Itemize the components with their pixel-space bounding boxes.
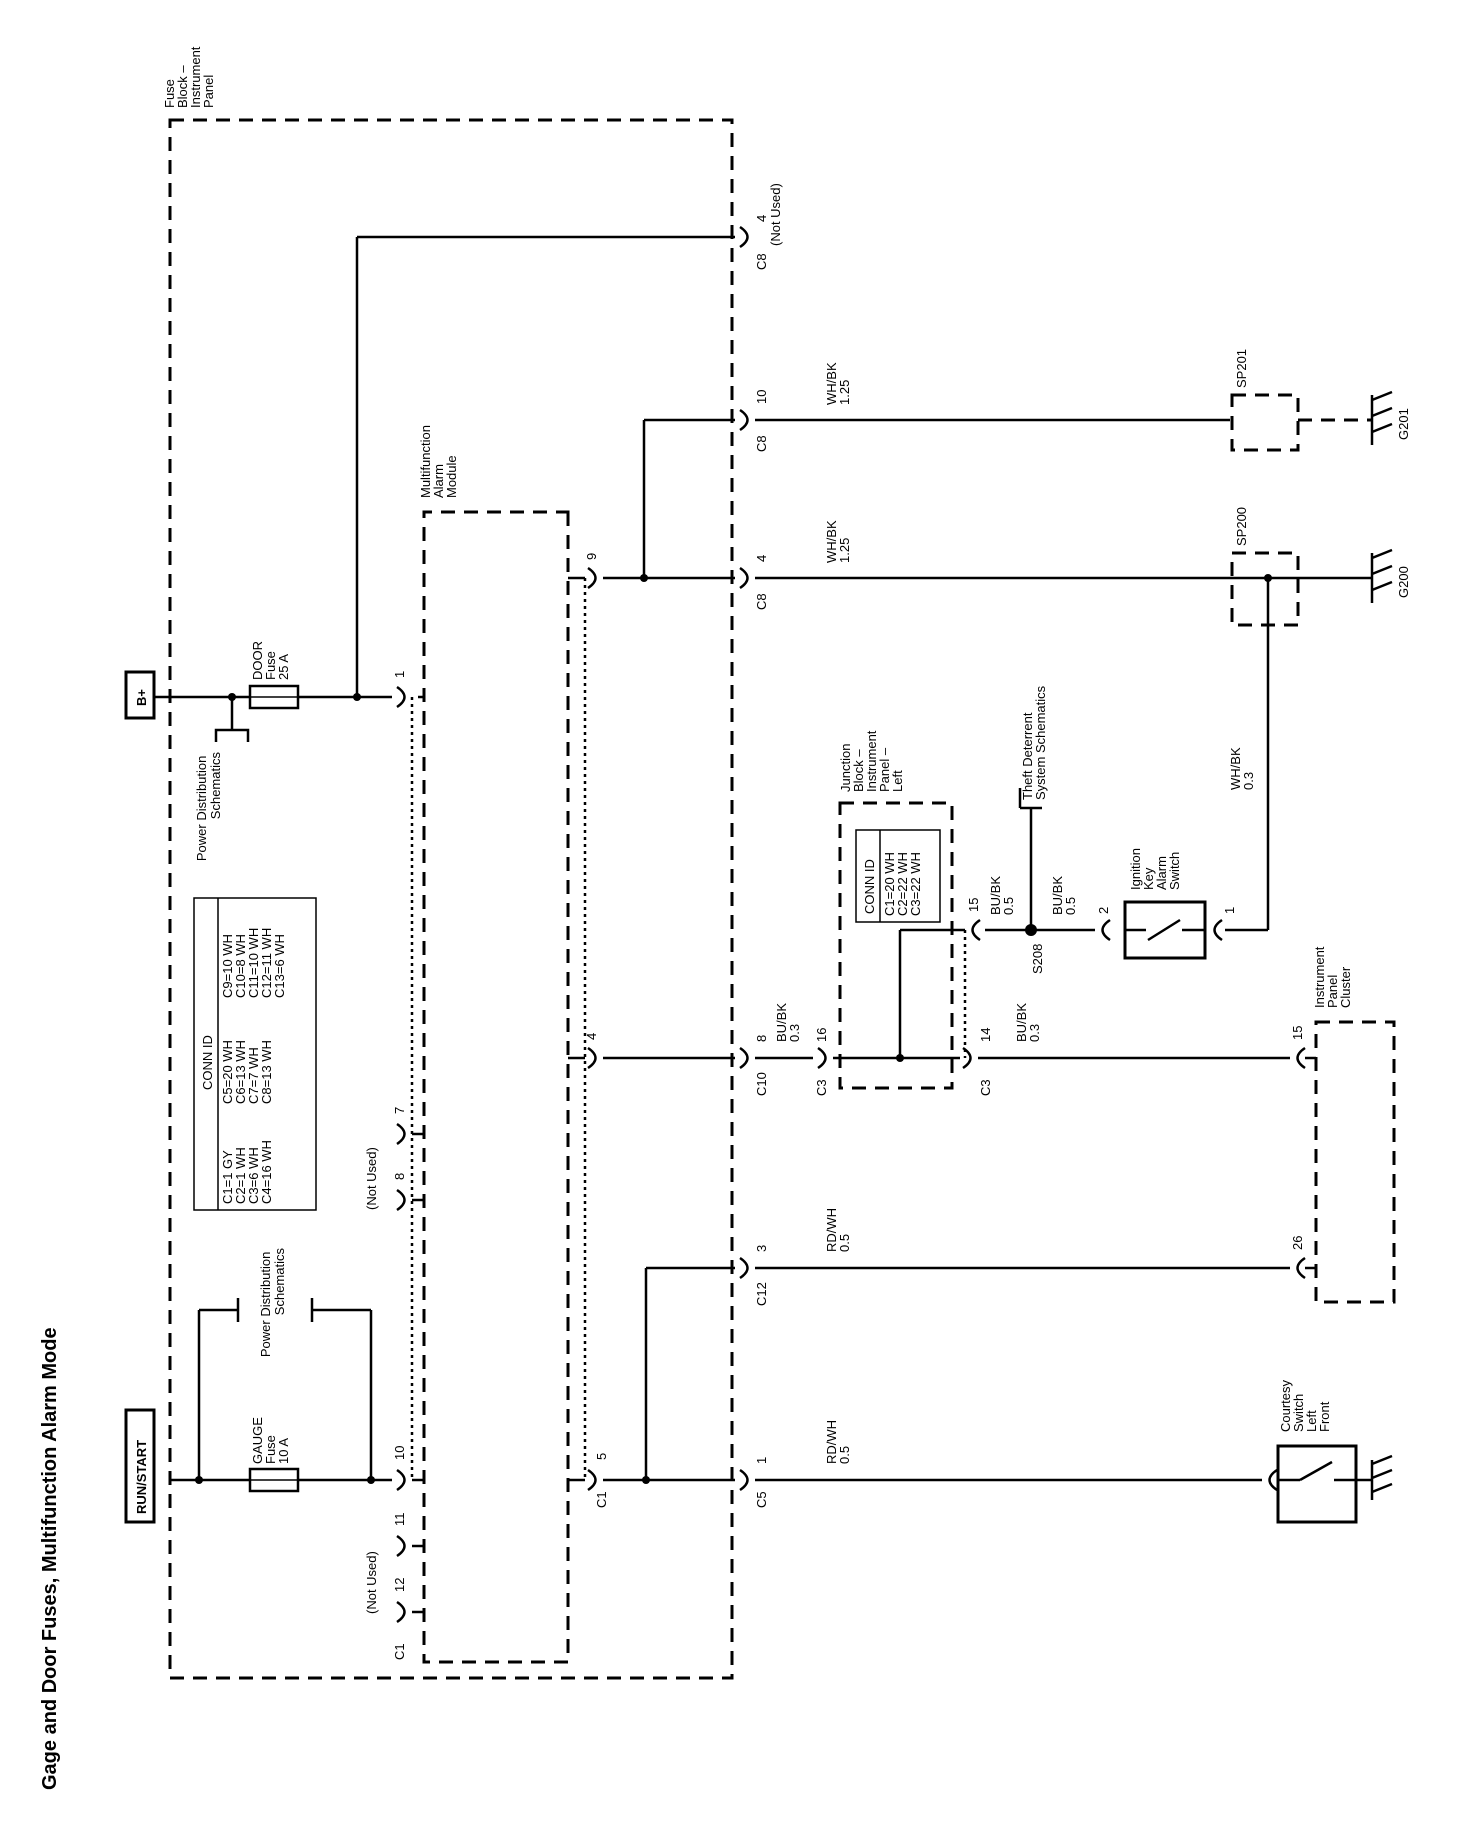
- alarm-module-outline: [422, 510, 570, 1664]
- svg-text:CONN ID: CONN ID: [862, 859, 877, 914]
- svg-text:G201: G201: [1396, 408, 1411, 440]
- wire-whbk-sp201: WH/BK 1.25: [824, 359, 852, 405]
- svg-text:12: 12: [392, 1578, 407, 1592]
- power-dist-label-bottom: Power Distribution Schematics: [258, 1248, 287, 1358]
- svg-text:14: 14: [978, 1028, 993, 1042]
- junction-block-label: Junction Block – Instrument Panel – Left: [838, 727, 905, 792]
- wire-whbk-sp200: WH/BK 1.25: [824, 517, 852, 563]
- instrument-panel-cluster-outline: [1314, 1020, 1396, 1304]
- svg-text:2: 2: [1096, 907, 1111, 914]
- svg-text:1: 1: [1222, 907, 1237, 914]
- svg-text:C5: C5: [754, 1491, 769, 1508]
- ground-g201-icon: [1370, 390, 1393, 445]
- conn-id-col3: C9=10 WH C10=8 WH C11=10 WH C12=11 WH C1…: [220, 924, 287, 998]
- svg-text:(Not Used): (Not Used): [364, 1551, 379, 1614]
- b-plus-label: B+: [134, 689, 149, 706]
- svg-text:8: 8: [754, 1035, 769, 1042]
- conn-id-col1: C1=1 GY C2=1 WH C3=6 WH C4=16 WH: [220, 1140, 274, 1204]
- svg-text:4: 4: [754, 215, 769, 222]
- gauge-fuse-label: GAUGE Fuse 10 A: [250, 1413, 291, 1464]
- svg-text:15: 15: [1290, 1026, 1305, 1040]
- svg-text:16: 16: [814, 1028, 829, 1042]
- svg-text:SP200: SP200: [1234, 507, 1249, 546]
- wire-bubk-ignition: BU/BK 0.5: [1050, 872, 1078, 915]
- wire-bubk-cluster: BU/BK 0.3: [1014, 999, 1042, 1042]
- wire-whbk-ignition: WH/BK 0.3: [1228, 744, 1256, 790]
- svg-text:10: 10: [754, 390, 769, 404]
- run-start-source: [124, 1408, 156, 1524]
- svg-text:3: 3: [754, 1245, 769, 1252]
- courtesy-switch-label: Courtesy Switch Left Front: [1278, 1376, 1332, 1432]
- svg-text:C8: C8: [754, 593, 769, 610]
- power-dist-label-top: Power Distribution Schematics: [194, 752, 223, 862]
- svg-text:G200: G200: [1396, 566, 1411, 598]
- svg-text:9: 9: [584, 553, 599, 560]
- svg-text:(Not Used): (Not Used): [768, 183, 783, 246]
- b-plus-source: [124, 670, 156, 720]
- junction-block-outline: [838, 801, 954, 1090]
- instrument-cluster-label: Instrument Panel Cluster: [1312, 943, 1353, 1008]
- svg-text:5: 5: [594, 1453, 609, 1460]
- wire-bubk-jb15: BU/BK 0.5: [988, 872, 1016, 915]
- wire-bubk-c10: BU/BK 0.3: [774, 999, 802, 1042]
- svg-text:CONN ID: CONN ID: [200, 1035, 215, 1090]
- svg-text:26: 26: [1290, 1236, 1305, 1250]
- wire-rdwh-courtesy: RD/WH 0.5: [824, 1416, 852, 1464]
- svg-text:C12: C12: [754, 1282, 769, 1306]
- svg-text:SP201: SP201: [1234, 349, 1249, 388]
- splice-sp200: [1230, 551, 1300, 627]
- svg-text:C1: C1: [392, 1643, 407, 1660]
- svg-text:1: 1: [392, 671, 407, 678]
- conn-id-table: [193, 897, 317, 1211]
- svg-text:4: 4: [584, 1033, 599, 1040]
- conn-id-col2: C5=20 WH C6=13 WH C7=7 WH C8=13 WH: [220, 1036, 274, 1104]
- svg-text:S208: S208: [1030, 944, 1045, 974]
- svg-text:8: 8: [392, 1173, 407, 1180]
- ignition-switch-label: Ignition Key Alarm Switch: [1128, 844, 1182, 890]
- svg-text:C1: C1: [594, 1491, 609, 1508]
- svg-text:C8: C8: [754, 253, 769, 270]
- fuse-block-label: Fuse Block – Instrument Panel: [162, 43, 216, 108]
- svg-text:1: 1: [754, 1457, 769, 1464]
- diagram-title: Gage and Door Fuses, Multifunction Alarm…: [39, 1327, 61, 1790]
- svg-text:11: 11: [392, 1513, 407, 1527]
- junction-conn-id-table: [855, 829, 941, 923]
- courtesy-switch-left-front: [1276, 1444, 1358, 1524]
- svg-text:C8: C8: [754, 435, 769, 452]
- run-start-label: RUN/START: [134, 1440, 149, 1514]
- door-fuse-label: DOOR Fuse 25 A: [250, 637, 291, 680]
- wire-rdwh-cluster: RD/WH 0.5: [824, 1204, 852, 1252]
- ground-courtesy-icon: [1370, 1454, 1393, 1500]
- svg-text:10: 10: [392, 1446, 407, 1460]
- alarm-module-label: Multifunction Alarm Module: [418, 421, 459, 498]
- svg-text:(Not Used): (Not Used): [364, 1147, 379, 1210]
- svg-text:C3: C3: [814, 1079, 829, 1096]
- fuse-block-outline: [168, 118, 734, 1680]
- svg-text:15: 15: [966, 898, 981, 912]
- splice-sp201: [1230, 393, 1300, 452]
- svg-text:7: 7: [392, 1107, 407, 1114]
- junction-conn-id-rows: C1=20 WH C2=22 WH C3=22 WH: [882, 848, 923, 916]
- theft-deterrent-label: Theft Deterrent System Schematics: [1020, 685, 1048, 800]
- svg-text:4: 4: [754, 555, 769, 562]
- ground-g200-icon: [1370, 548, 1393, 603]
- svg-text:C3: C3: [978, 1079, 993, 1096]
- svg-text:C10: C10: [754, 1072, 769, 1096]
